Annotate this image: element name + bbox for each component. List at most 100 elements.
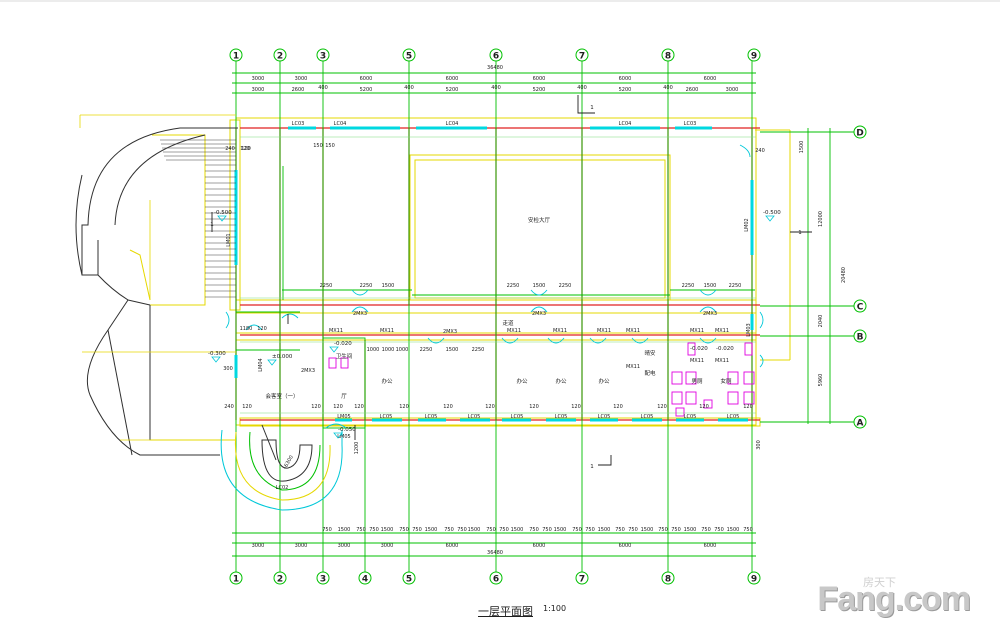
grid-bubble-top-6	[489, 48, 503, 62]
tag-door: MX11	[329, 328, 343, 334]
dim-bottom: 750	[701, 527, 711, 533]
dim-misc: 120	[333, 404, 343, 410]
dim-top: 3000	[295, 76, 308, 82]
room-office: 办公	[598, 377, 610, 385]
dim-misc: 1500	[704, 283, 717, 289]
dim-misc: 2250	[507, 283, 520, 289]
tag-window: LC05	[380, 414, 393, 420]
dim-bottom: 750	[628, 527, 638, 533]
dim-misc: 150	[325, 143, 335, 149]
section-label: 1	[798, 230, 802, 236]
grid-label-bottom: 1	[233, 575, 239, 585]
tag-door: MX11	[690, 328, 704, 334]
dim-bottom: 750	[356, 527, 366, 533]
dim-misc: 2250	[360, 283, 373, 289]
tag-window: LC04	[446, 121, 459, 127]
grid-bubble-D	[853, 125, 867, 139]
grid-label-top: 7	[579, 52, 585, 62]
dim-misc: 120	[242, 404, 252, 410]
grid-label-bottom: 5	[406, 575, 412, 585]
room-office: 办公	[555, 377, 567, 385]
dim-bottom2: 6000	[446, 543, 459, 549]
dim-misc: 120	[311, 404, 321, 410]
room-office: 办公	[516, 377, 528, 385]
tag-window: LC05	[684, 414, 697, 420]
grid-bubble-A	[853, 415, 867, 429]
dim-bottom: 1500	[468, 527, 481, 533]
tag-door: MX11	[715, 358, 729, 364]
dim-top: 6000	[704, 76, 717, 82]
dim-right: 5960	[818, 374, 824, 387]
dim-right: 12000	[818, 211, 824, 227]
tag-door: LM05	[337, 414, 350, 420]
grid-label-bottom: 8	[665, 575, 671, 585]
grid-lines	[232, 60, 860, 575]
level-mark: -0.300	[208, 351, 226, 357]
dim-bottom: 750	[444, 527, 454, 533]
dim-misc: 120	[399, 404, 409, 410]
tag-door: MX11	[380, 328, 394, 334]
windows	[234, 126, 754, 422]
dim-bottom: 1500	[554, 527, 567, 533]
dim-misc: 120	[241, 146, 251, 152]
dim-bottom: 750	[615, 527, 625, 533]
tag-window: LC05	[598, 414, 611, 420]
drawing-scale: 1:100	[543, 604, 567, 613]
dim-bottom: 750	[743, 527, 753, 533]
level-mark: -0.020	[716, 346, 734, 352]
dim-misc: 120	[613, 404, 623, 410]
dim-top2: 400	[577, 85, 587, 91]
grid-label-top: 9	[751, 52, 757, 62]
tag-door: MX11	[507, 328, 521, 334]
grid-bubble-labels: 1 2 3 5 6 7 8 9 1 2 3 4 5 6 7 8 9 D C B …	[233, 52, 864, 585]
dim-top2: 3000	[252, 87, 265, 93]
tag-window: LC05	[727, 414, 740, 420]
room-hall: 安检大厅	[528, 216, 551, 224]
dim-misc: 120	[443, 404, 453, 410]
grid-label-row: A	[857, 419, 864, 429]
tag-door: MX11	[597, 328, 611, 334]
dim-top2: 3000	[726, 87, 739, 93]
dim-total-top: 36480	[487, 65, 503, 71]
dim-misc: 1500	[382, 283, 395, 289]
dim-top2: 400	[318, 85, 328, 91]
dim-total-bottom: 36480	[487, 550, 503, 556]
dim-top2: 5200	[619, 87, 632, 93]
dim-bottom: 750	[585, 527, 595, 533]
grid-bubble-top-7	[575, 48, 589, 62]
dim-bottom: 1500	[641, 527, 654, 533]
dim-misc: 1000	[396, 347, 409, 353]
dim-right-total: 20480	[841, 267, 847, 283]
door-swings	[225, 144, 764, 429]
section-label: 1	[210, 222, 214, 228]
dim-misc: 1500	[446, 347, 459, 353]
dim-right: 2040	[818, 315, 824, 328]
tag-door: 2MX3	[443, 329, 457, 335]
dim-bottom: 750	[714, 527, 724, 533]
stair-treads	[160, 139, 236, 298]
watermark-small: 房天下	[863, 576, 896, 589]
dim-misc: 2250	[729, 283, 742, 289]
sanitary-fixtures	[328, 342, 755, 417]
dim-misc: 120	[485, 404, 495, 410]
dim-misc: 2250	[472, 347, 485, 353]
dim-misc: 150	[313, 143, 323, 149]
grid-bubble-bottom-1	[229, 571, 243, 585]
dim-bottom: 1500	[338, 527, 351, 533]
grid-label-row: C	[857, 303, 864, 313]
dim-top2: 400	[491, 85, 501, 91]
tag-window: LC05	[511, 414, 524, 420]
watermark: 房天下 Fang.com	[817, 576, 971, 619]
tag-door: 2MX3	[703, 311, 717, 317]
grid-label-bottom: 4	[362, 575, 368, 585]
dim-misc: 120	[699, 404, 709, 410]
grid-bubbles	[229, 48, 867, 585]
room-women: 女厕	[720, 377, 732, 385]
dim-top: 3000	[252, 76, 265, 82]
dim-bottom: 1500	[727, 527, 740, 533]
tag-window: LC05	[555, 414, 568, 420]
tag-window: LC05	[425, 414, 438, 420]
grid-bubble-bottom-9	[747, 571, 761, 585]
dim-top2: 5200	[360, 87, 373, 93]
grid-label-bottom: 3	[320, 575, 326, 585]
